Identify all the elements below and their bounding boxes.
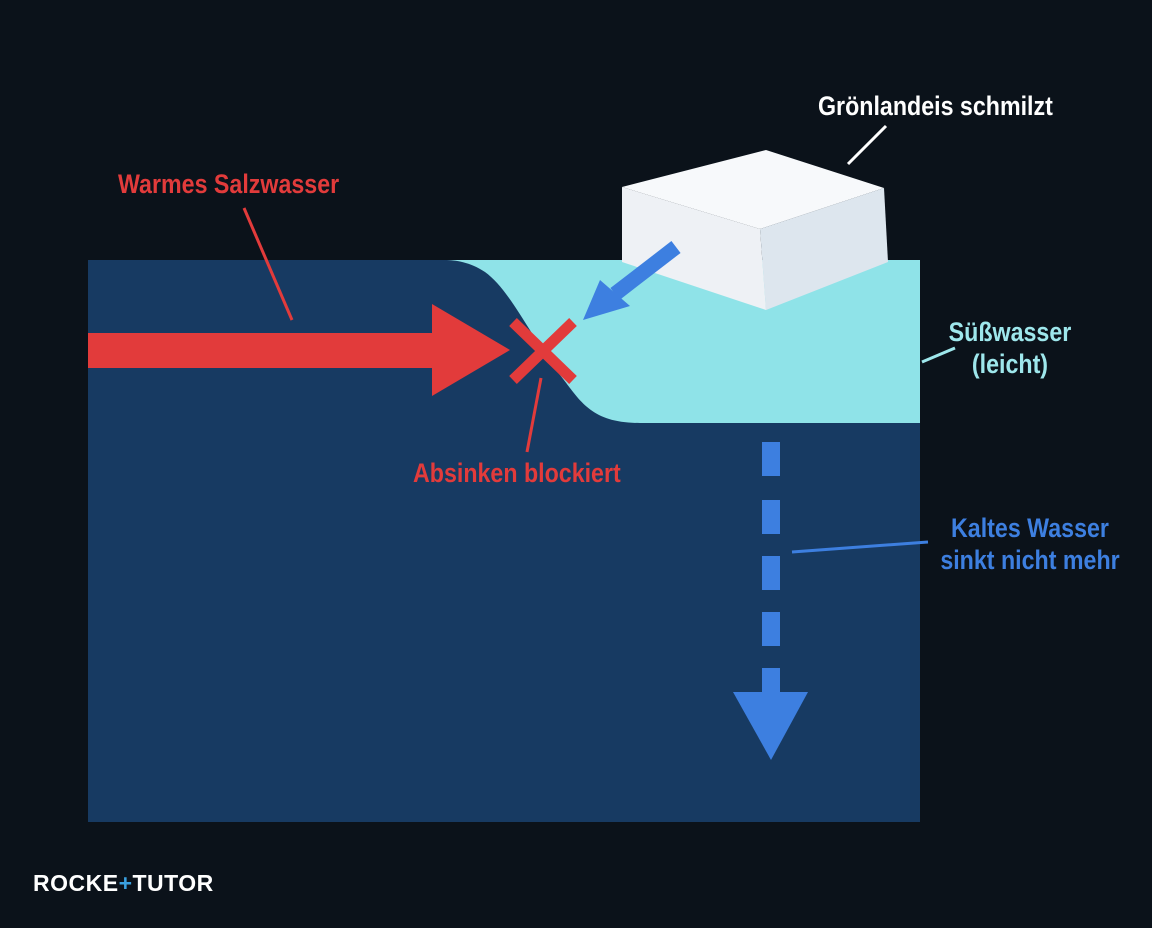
logo-part2: TUTOR <box>132 870 214 896</box>
logo-part1: ROCKE <box>33 870 119 896</box>
greenland-ice-block <box>622 150 888 310</box>
down-arrow-icon <box>733 442 808 760</box>
warm-leader-line <box>242 207 294 321</box>
blocked-leader-line <box>525 377 543 453</box>
cold-water-label: Kaltes Wasser sinkt nicht mehr <box>927 512 1133 576</box>
greenland-label: Grönlandeis schmilzt <box>818 91 1053 121</box>
greenland-leader-line <box>846 124 888 166</box>
rocketutor-logo: ROCKE+TUTOR <box>33 870 214 897</box>
freshwater-label-line2: (leicht) <box>971 349 1049 379</box>
meltwater-arrow-icon <box>583 241 681 320</box>
logo-plus: + <box>118 870 133 896</box>
warm-salt-water-label: Warmes Salzwasser <box>118 169 340 199</box>
fresh-leader-line <box>921 346 956 364</box>
freshwater-label: Süßwasser (leicht) <box>941 316 1079 380</box>
cold-leader-line <box>791 540 929 554</box>
blocked-x-icon <box>509 318 577 384</box>
cold-water-label-line2: sinkt nicht mehr <box>940 545 1120 575</box>
freshwater-layer <box>445 260 920 423</box>
freshwater-label-line1: Süßwasser <box>948 317 1072 347</box>
cold-water-label-line1: Kaltes Wasser <box>951 513 1109 543</box>
warm-flow-arrow-icon <box>88 304 510 396</box>
sinking-blocked-label: Absinken blockiert <box>413 458 621 488</box>
